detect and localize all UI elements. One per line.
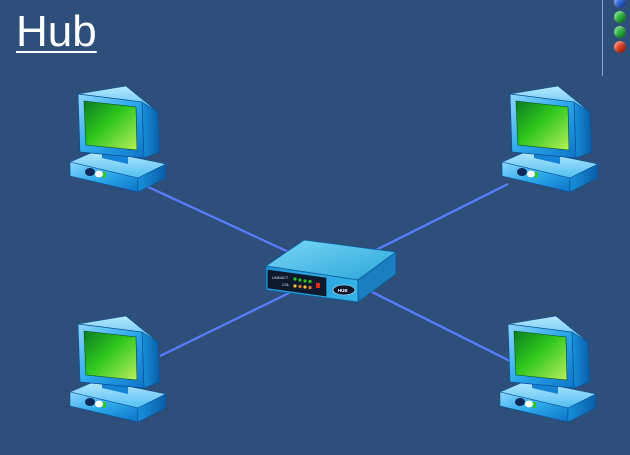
hub-device-icon: LINK/ACT COL HUB bbox=[264, 239, 398, 303]
hub-label-col: COL bbox=[282, 283, 289, 287]
nav-dot-green-icon[interactable] bbox=[614, 26, 626, 38]
computer-icon bbox=[69, 315, 167, 423]
nav-dot-green-icon[interactable] bbox=[614, 11, 626, 23]
computer-icon bbox=[69, 85, 167, 193]
nav-dot-red-icon[interactable] bbox=[614, 41, 626, 53]
navigation-rule bbox=[602, 0, 603, 76]
computer-icon bbox=[501, 85, 599, 193]
nav-dot-blue-icon[interactable] bbox=[614, 0, 626, 8]
hub-badge-label: HUB bbox=[338, 288, 348, 293]
slide-title: Hub bbox=[16, 7, 97, 56]
computer-icon bbox=[499, 315, 597, 423]
hub-label-link: LINK/ACT bbox=[272, 276, 289, 280]
